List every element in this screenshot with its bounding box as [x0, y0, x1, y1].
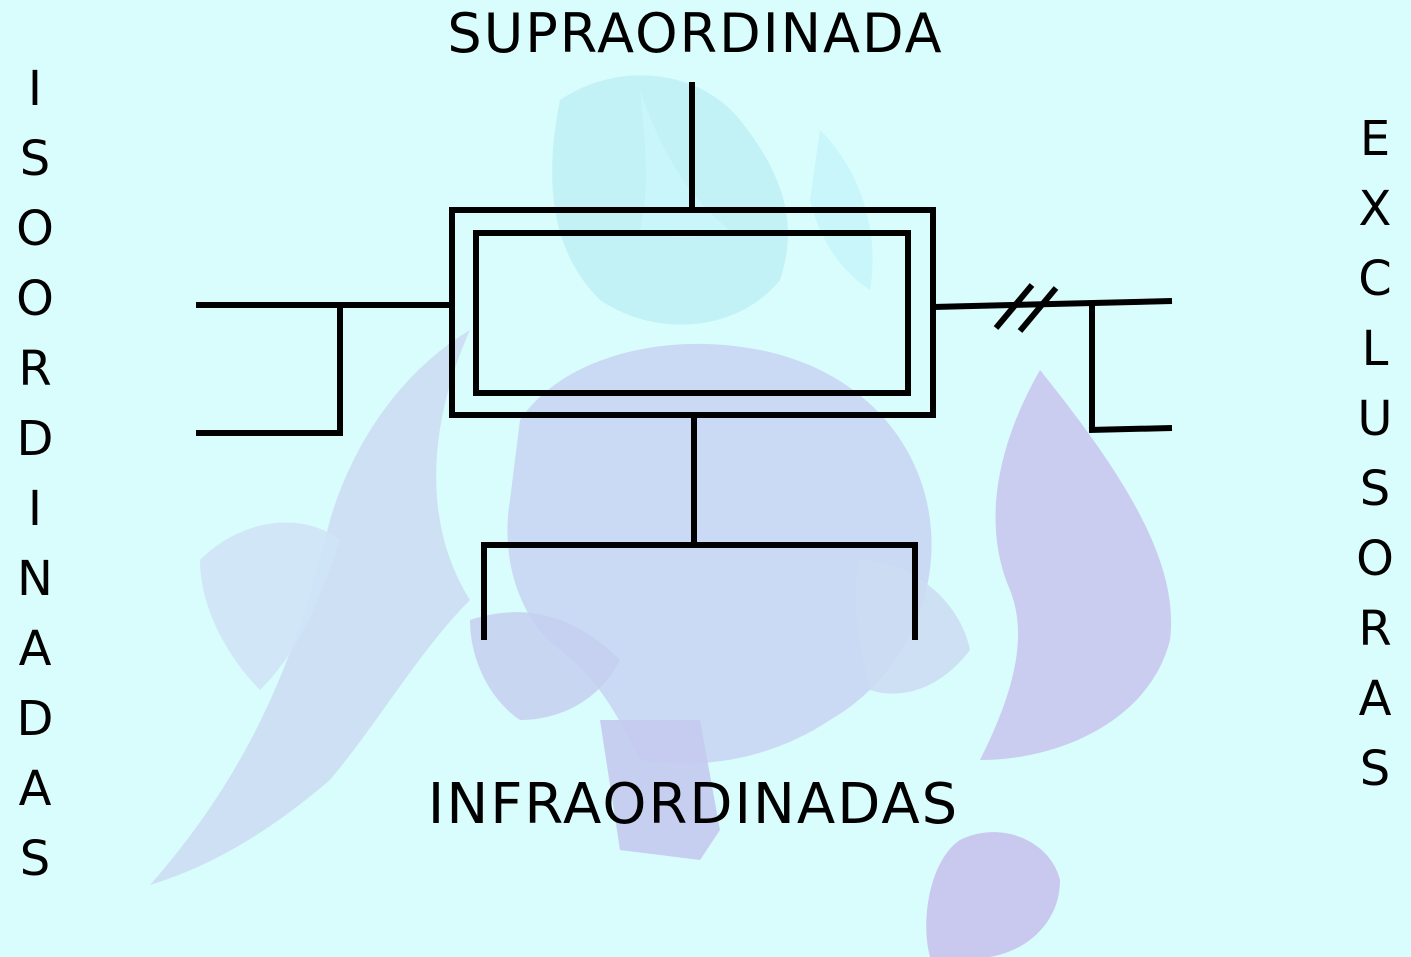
vertical-letter: X — [1358, 181, 1392, 237]
central-box-inner — [473, 230, 911, 396]
top-label: SUPRAORDINADA — [0, 2, 1411, 65]
vertical-letter: O — [16, 201, 54, 257]
watermark-flame-left — [200, 522, 340, 690]
watermark-emblem — [150, 75, 1172, 957]
break-mark-2 — [1017, 286, 1059, 333]
bottom-label-text: INFRAORDINADAS — [427, 772, 960, 837]
vertical-letter: S — [1359, 741, 1391, 797]
vertical-letter: D — [16, 691, 54, 747]
vertical-letter: S — [1359, 461, 1391, 517]
vertical-letter: S — [19, 131, 51, 187]
vertical-letter: C — [1358, 251, 1392, 307]
vertical-letter: A — [18, 761, 52, 817]
vertical-letter: O — [16, 271, 54, 327]
vertical-letter: D — [16, 411, 54, 467]
watermark-wing-right — [980, 370, 1172, 760]
top-label-text: SUPRAORDINADA — [447, 2, 944, 65]
vertical-letter: N — [17, 551, 53, 607]
vertical-letter: A — [18, 621, 52, 677]
break-mark-1 — [993, 283, 1035, 330]
vertical-letter: R — [1358, 601, 1392, 657]
vertical-letter: S — [19, 831, 51, 887]
bottom-label: INFRAORDINADAS — [0, 772, 1411, 837]
watermark-gear — [926, 832, 1060, 957]
vertical-letter: U — [1357, 391, 1393, 447]
vertical-letter: I — [27, 61, 43, 117]
vertical-letter: O — [1356, 531, 1394, 587]
vertical-letter: I — [27, 481, 43, 537]
vertical-letter: E — [1359, 111, 1391, 167]
vertical-letter: L — [1361, 321, 1389, 377]
watermark-flame-center — [470, 612, 620, 720]
vertical-letter: R — [18, 341, 52, 397]
connector-right — [932, 298, 1173, 310]
watermark-tail — [600, 720, 720, 860]
bracket-right-bottom — [1088, 425, 1173, 433]
vertical-letter: A — [1358, 671, 1392, 727]
watermark-crest-feathers — [640, 90, 873, 290]
